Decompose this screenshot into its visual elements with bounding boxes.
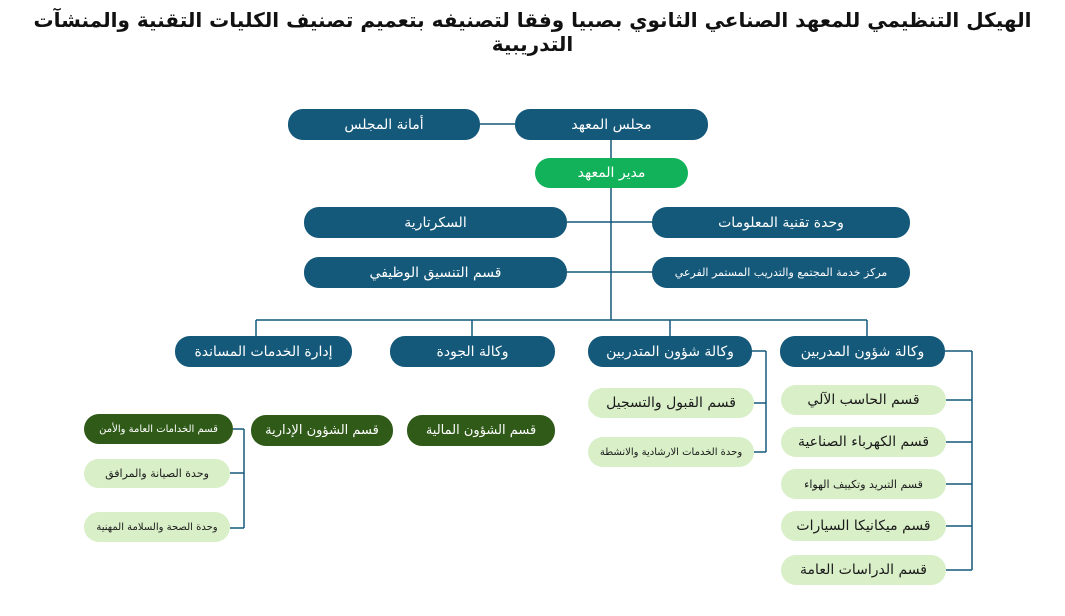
council-secretariat-node: أمانة المجلس [288,109,480,140]
financial-affairs-node: قسم الشؤون المالية [407,415,555,446]
it-unit-node: وحدة تقنية المعلومات [652,207,910,238]
job-coordination-node: قسم التنسيق الوظيفي [304,257,567,288]
admission-registration-node: قسم القبول والتسجيل [588,388,754,418]
council-node: مجلس المعهد [515,109,708,140]
general-services-security-node: قسم الخدامات العامة والأمن [84,414,233,444]
dept-computer-node: قسم الحاسب الآلي [781,385,946,415]
director-node: مدير المعهد [535,158,688,188]
dept-electrical-node: قسم الكهرباء الصناعية [781,427,946,457]
dept-refrigeration-node: قسم التبريد وتكييف الهواء [781,469,946,499]
maintenance-facilities-node: وحدة الصيانة والمرافق [84,459,230,488]
community-center-node: مركز خدمة المجتمع والتدريب المستمر الفرع… [652,257,910,288]
secretariat-node: السكرتارية [304,207,567,238]
health-safety-node: وحدة الصحة والسلامة المهنية [84,512,230,542]
page-title: الهيكل التنظيمي للمعهد الصناعي الثانوي ب… [33,8,1032,56]
quality-agency-node: وكالة الجودة [390,336,555,367]
trainees-agency-node: وكالة شؤون المتدربين [588,336,752,367]
support-services-node: إدارة الخدمات المساندة [175,336,352,367]
administrative-affairs-node: قسم الشؤون الإدارية [251,415,393,446]
dept-automotive-node: قسم ميكانيكا السيارات [781,511,946,541]
trainers-agency-node: وكالة شؤون المدربين [780,336,945,367]
guidance-activities-node: وحدة الخدمات الارشادية والانشطة [588,437,754,467]
dept-general-studies-node: قسم الدراسات العامة [781,555,946,585]
